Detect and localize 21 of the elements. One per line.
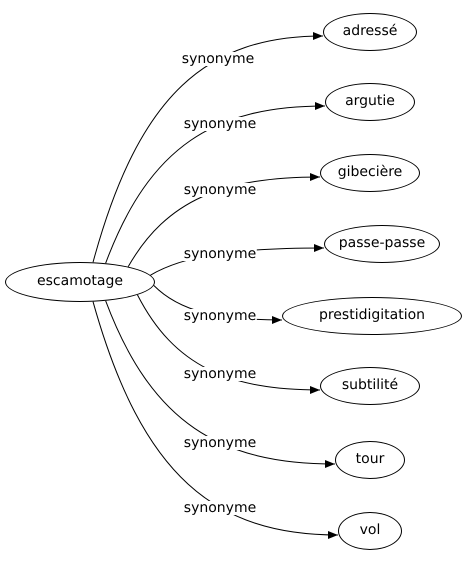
edge-label: synonyme xyxy=(182,308,258,323)
node-label: adressé xyxy=(342,23,398,41)
node-label: vol xyxy=(360,522,380,540)
arrow xyxy=(92,301,338,539)
edge-label: synonyme xyxy=(182,436,258,450)
edge-label: synonyme xyxy=(182,500,258,515)
edge-label: synonyme xyxy=(182,182,258,197)
arrow xyxy=(105,300,336,468)
ellipse-node xyxy=(5,262,155,302)
node-label: tour xyxy=(356,451,384,469)
arrow xyxy=(92,32,324,263)
edge-label: synonyme xyxy=(182,246,258,261)
edge-label: synonyme xyxy=(182,367,258,382)
edge-label: synonyme xyxy=(182,117,258,132)
node-label: gibecière xyxy=(338,164,402,182)
node-label: escamotage xyxy=(37,273,123,291)
edge-label: synonyme xyxy=(180,52,256,66)
node-label: argutie xyxy=(345,93,395,111)
node-label: prestidigitation xyxy=(318,307,426,325)
node-label: passe-passe xyxy=(338,235,426,253)
node-label: subtilité xyxy=(342,377,398,395)
